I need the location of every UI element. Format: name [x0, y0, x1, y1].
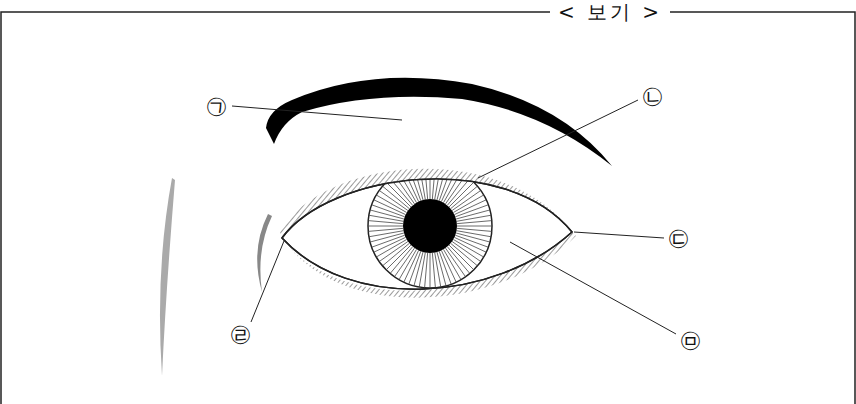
iris: [368, 164, 492, 288]
leader-lines: [232, 100, 676, 334]
eye-fold: [257, 214, 272, 292]
callout-label: ㉠: [206, 96, 227, 117]
frame-border: [1, 12, 855, 404]
callout-label: ㉤: [680, 330, 701, 351]
callout-label: ㉣: [230, 324, 251, 345]
eyebrow: [266, 78, 612, 166]
callout-label: ㉡: [642, 86, 663, 107]
callout-label: ㉢: [668, 228, 689, 249]
iris-pattern: [368, 164, 492, 288]
face-contour: [160, 178, 175, 376]
box-heading: < 보기 >: [550, 2, 670, 22]
pupil: [403, 199, 457, 253]
